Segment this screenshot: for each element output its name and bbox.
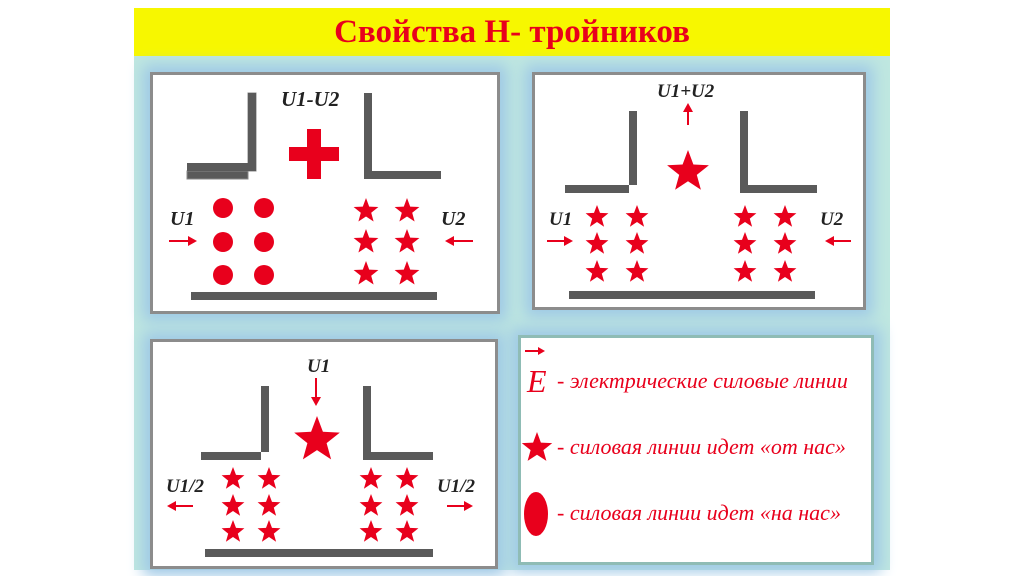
- panel-tee-sum: U1+U2 U1 U2: [532, 72, 866, 310]
- top-arrow: [683, 103, 693, 125]
- left-wall: [201, 386, 269, 460]
- star-marker: [625, 232, 649, 254]
- star-marker: [395, 467, 419, 489]
- star-marker: [394, 229, 420, 253]
- right-wall: [363, 386, 433, 460]
- legend-item-vector: E - электрические силовые линии: [525, 347, 848, 399]
- legend-item-circle: - силовая линии идет «на нас»: [524, 492, 841, 536]
- star-marker: [773, 232, 797, 254]
- star-marker: [625, 205, 649, 227]
- left-arrow: [167, 501, 193, 511]
- left-wall-shape: [187, 93, 256, 171]
- slide: Свойства Н- тройников U1-U2 U1 U2: [134, 8, 890, 570]
- right-arrow: [825, 236, 851, 246]
- star-marker: [257, 494, 281, 516]
- bottom-wall: [569, 291, 815, 299]
- star-marker: [585, 260, 609, 282]
- title-bar: Свойства Н- тройников: [134, 8, 890, 56]
- star-marker: [667, 150, 709, 190]
- bottom-wall: [191, 292, 437, 300]
- legend-text-circle: - силовая линии идет «на нас»: [557, 500, 841, 525]
- left-circle-markers: [213, 198, 274, 285]
- star-marker: [353, 261, 379, 285]
- legend-panel: E - электрические силовые линии - силова…: [518, 335, 874, 565]
- right-star-markers: [733, 205, 797, 282]
- star-marker: [773, 205, 797, 227]
- top-label: U1: [307, 356, 330, 377]
- star-marker: [773, 260, 797, 282]
- star-marker: [394, 261, 420, 285]
- circle-marker: [213, 198, 233, 218]
- left-arrow: [169, 236, 197, 246]
- left-label: U1: [549, 209, 572, 230]
- right-wall: [740, 111, 817, 193]
- star-marker: [257, 467, 281, 489]
- star-marker: [585, 205, 609, 227]
- star-icon: [521, 432, 553, 461]
- vector-arrowhead-icon: [538, 347, 545, 355]
- star-marker: [733, 232, 757, 254]
- star-marker: [733, 205, 757, 227]
- top-star-marker: [667, 150, 709, 190]
- circle-marker: [254, 198, 274, 218]
- legend-text-vector: - электрические силовые линии: [557, 368, 848, 393]
- left-star-markers: [221, 467, 281, 542]
- star-marker: [353, 229, 379, 253]
- star-marker: [395, 494, 419, 516]
- star-marker: [353, 198, 379, 222]
- star-marker: [294, 416, 340, 460]
- right-star-markers: [359, 467, 419, 542]
- star-marker: [359, 494, 383, 516]
- circle-marker: [213, 265, 233, 285]
- right-label: U2: [820, 209, 844, 230]
- left-arrow: [547, 236, 573, 246]
- tee-split-diagram: U1 U1/2 U1/2: [166, 356, 476, 557]
- star-marker: [394, 198, 420, 222]
- right-label: U1/2: [437, 476, 476, 497]
- circle-marker: [213, 232, 233, 252]
- left-label: U1/2: [166, 476, 205, 497]
- right-arrow: [445, 236, 473, 246]
- panel-tee-split: U1 U1/2 U1/2: [150, 339, 498, 569]
- legend-item-star: - силовая линии идет «от нас»: [521, 432, 846, 461]
- right-wall: [364, 93, 441, 179]
- star-marker: [625, 260, 649, 282]
- tee-sum-diagram: U1+U2 U1 U2: [547, 81, 851, 299]
- star-marker: [395, 520, 419, 542]
- star-marker: [733, 260, 757, 282]
- slide-title: Свойства Н- тройников: [334, 13, 690, 50]
- top-label: U1-U2: [281, 87, 340, 111]
- star-marker: [221, 520, 245, 542]
- circle-marker: [254, 232, 274, 252]
- star-marker: [359, 467, 383, 489]
- bottom-wall: [205, 549, 433, 557]
- star-marker: [257, 520, 281, 542]
- left-star-markers: [585, 205, 649, 282]
- right-star-markers: [353, 198, 420, 285]
- top-label: U1+U2: [657, 81, 715, 102]
- vector-e-symbol: E: [526, 363, 547, 399]
- panel-tee-difference: U1-U2 U1 U2: [150, 72, 500, 314]
- right-label: U2: [441, 208, 465, 230]
- plus-marker-v: [307, 129, 321, 179]
- tee-difference-diagram: U1-U2 U1 U2: [169, 87, 473, 300]
- star-marker: [521, 432, 553, 461]
- star-marker: [585, 232, 609, 254]
- legend-text-star: - силовая линии идет «от нас»: [557, 434, 846, 459]
- star-marker: [221, 494, 245, 516]
- circle-icon: [524, 492, 548, 536]
- top-arrow: [311, 378, 321, 406]
- left-label: U1: [170, 208, 194, 230]
- right-arrow: [447, 501, 473, 511]
- left-wall: [565, 111, 637, 193]
- top-star-marker: [294, 416, 340, 460]
- circle-marker: [254, 265, 274, 285]
- star-marker: [221, 467, 245, 489]
- star-marker: [359, 520, 383, 542]
- legend-diagram: E - электрические силовые линии - силова…: [521, 347, 848, 536]
